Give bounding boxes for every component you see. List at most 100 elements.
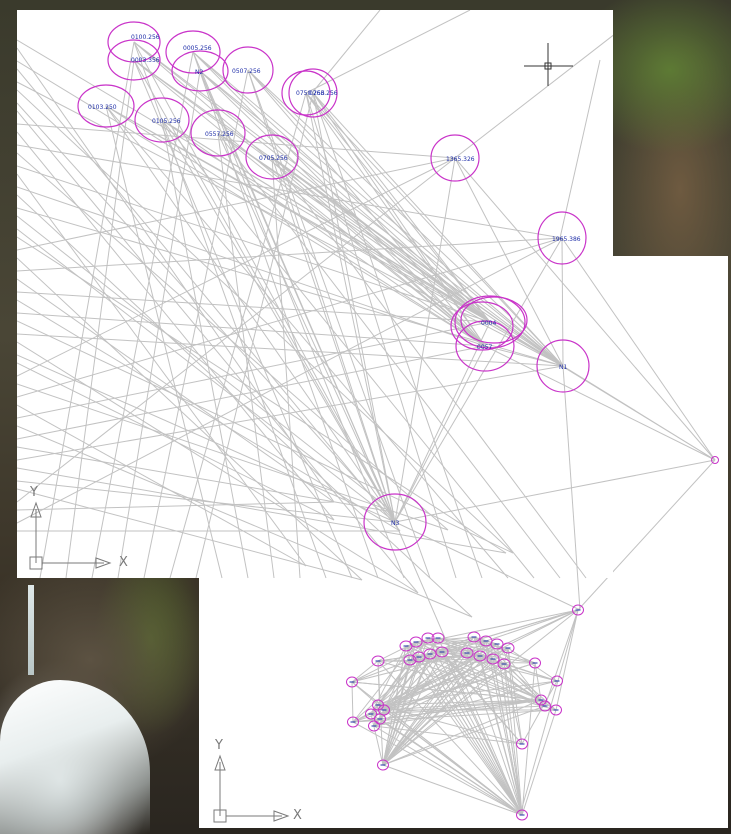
observation-line [17,215,394,513]
observation-line [271,156,301,579]
observation-line [373,699,542,727]
observation-line [485,609,579,642]
observation-line [133,59,486,347]
observation-line [39,41,135,579]
observation-line [503,663,558,682]
observation-line [199,70,486,347]
observation-line [454,157,716,461]
observation-line [105,105,564,367]
station-label: 0705.256 [259,155,288,162]
observation-line [199,70,491,323]
error-ellipse [539,700,551,712]
error-ellipse [409,636,423,648]
observation-line [377,658,494,662]
error-ellipses-bottom [346,456,719,821]
error-ellipse [455,320,515,372]
observation-line [352,699,542,723]
observation-line [312,92,491,323]
observation-line [17,488,363,581]
observation-line [17,102,396,523]
crosshair-cursor-icon [524,43,573,86]
observation-line [382,659,411,766]
observation-line [247,69,396,523]
observation-line [405,645,523,816]
station-label: N3 [391,520,399,527]
observation-line [247,69,431,579]
observation-line [17,89,514,554]
observation-line [17,123,456,159]
observation-line [305,92,457,579]
observation-line [429,653,523,816]
observation-line [382,656,420,766]
observation-line [117,70,201,579]
error-ellipse [371,655,385,667]
error-ellipse [107,39,161,81]
observation-line [17,467,507,554]
error-ellipse [537,211,587,265]
observation-line [351,637,439,683]
observation-line [271,156,564,367]
observation-line [17,501,335,511]
error-ellipse [403,654,417,666]
error-ellipse [431,632,445,644]
observation-line [17,237,563,398]
error-ellipse [551,675,563,687]
observation-line [17,312,486,347]
observation-line [394,521,581,611]
observation-line [561,237,564,367]
y-axis-label: Y [30,485,38,500]
observation-line [418,656,523,816]
observation-line [496,643,523,816]
observation-line [17,237,563,524]
observation-line [105,105,396,523]
error-ellipse [497,658,511,670]
cad-bottom-viewport[interactable] [199,578,728,828]
observation-line [192,51,564,367]
observation-line [305,92,564,367]
station-label: 0507.256 [232,68,261,75]
error-ellipse [421,632,435,644]
observation-line [492,658,523,816]
observation-line [17,425,473,618]
observation-line [217,132,486,347]
observation-line [485,640,523,816]
error-ellipse [245,134,299,180]
error-ellipse [572,604,584,616]
observation-line [17,194,473,618]
observation-line [377,651,443,706]
observation-line [409,609,579,661]
observation-line [507,647,558,682]
x-axis-label-bottom: X [293,808,302,823]
observation-lines-main [17,10,716,813]
observation-line [479,655,523,816]
observation-line [17,354,396,523]
observation-line [17,81,564,367]
observation-line [394,459,716,523]
observation-line [17,365,564,461]
error-ellipse [550,704,562,716]
observation-line [415,641,523,816]
error-ellipse [501,642,515,654]
error-ellipse [347,716,359,728]
observation-line [105,105,223,579]
observation-line [382,653,431,766]
observation-line [312,92,564,367]
station-label: 1365.326 [446,156,475,163]
observation-line [496,643,542,701]
error-ellipse [467,631,481,643]
observation-line [133,41,564,367]
observation-line [105,105,509,579]
cad-right-viewport[interactable] [613,256,728,578]
station-label: 0557.256 [205,131,234,138]
observation-line [466,652,523,816]
observation-line [544,609,579,707]
error-ellipse [377,759,389,771]
observation-line [394,237,563,523]
observation-line [199,70,564,367]
observation-line [217,132,561,579]
observation-line [454,157,564,367]
observation-line [377,641,417,662]
observation-line [382,645,407,766]
